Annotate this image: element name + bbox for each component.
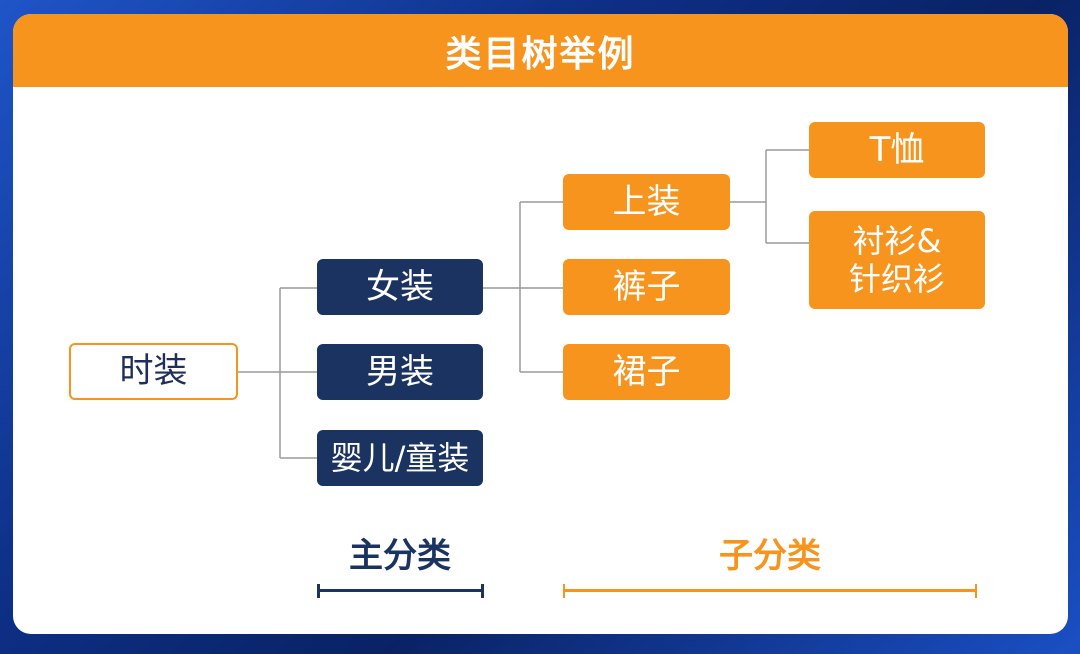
main-node-kids: 婴儿/童装: [317, 430, 483, 486]
sub-node-label: 裙子: [612, 351, 681, 392]
main-node-men: 男装: [317, 344, 483, 400]
sub-node-label: 裤子: [612, 266, 681, 307]
legend-sub-label: 子分类: [719, 536, 821, 576]
main-node-label: 男装: [366, 351, 434, 392]
leaf-node-shirt-knit: 衬衫& 针织衫: [809, 211, 985, 309]
root-node: 时装: [69, 343, 238, 400]
legend-main-bracket: [317, 584, 484, 598]
sub-node-pants: 裤子: [563, 259, 730, 315]
diagram-title: 类目树举例: [445, 33, 636, 75]
sub-node-label: 上装: [612, 181, 681, 222]
root-label: 时装: [119, 351, 188, 392]
legend-sub-bracket: [563, 584, 977, 598]
title-bar: 类目树举例: [13, 14, 1068, 87]
main-node-label: 女装: [366, 266, 434, 307]
sub-node-skirts: 裙子: [563, 344, 730, 400]
main-node-label: 婴儿/童装: [330, 438, 470, 477]
leaf-node-label: T恤: [869, 129, 925, 170]
diagram-card: 类目树举例: [13, 14, 1068, 634]
leaf-node-label-line2: 针织衫: [848, 260, 945, 298]
leaf-node-label-line1: 衬衫&: [852, 221, 942, 260]
sub-node-tops: 上装: [563, 174, 730, 230]
legend-main-label: 主分类: [349, 536, 451, 576]
leaf-node-tshirt: T恤: [809, 122, 985, 178]
main-node-women: 女装: [317, 259, 483, 315]
